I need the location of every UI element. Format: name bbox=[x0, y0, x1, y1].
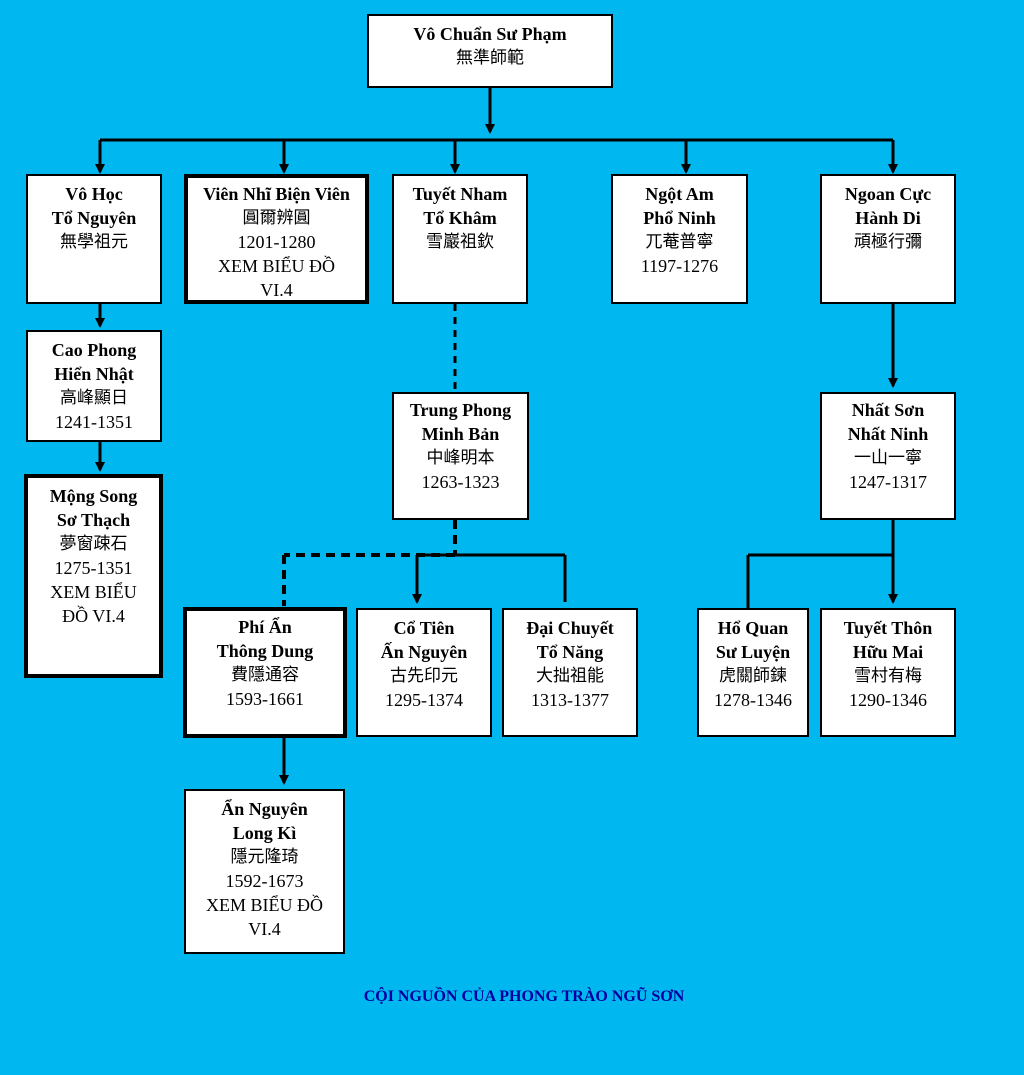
node-years: 1197-1276 bbox=[640, 256, 719, 276]
node-note: VI.4 bbox=[248, 919, 281, 939]
node-years: 1592-1673 bbox=[225, 871, 304, 891]
node-note: ĐỒ VI.4 bbox=[62, 606, 125, 626]
node-years: 1313-1377 bbox=[531, 690, 609, 710]
node-nhat-son: Nhất Sơn Nhất Ninh 一山一寧 1247-1317 bbox=[820, 392, 956, 520]
node-han: 雪村有梅 bbox=[854, 666, 922, 686]
node-years: 1275-1351 bbox=[54, 558, 133, 578]
node-note: VI.4 bbox=[260, 280, 293, 300]
node-name: Thông Dung bbox=[216, 641, 314, 661]
node-han: 虎關師鍊 bbox=[719, 666, 787, 686]
node-years: 1593-1661 bbox=[226, 689, 304, 709]
node-vo-chuan: Vô Chuẩn Sư Phạm 無準師範 bbox=[367, 14, 613, 88]
node-name: Hổ Quan bbox=[717, 618, 789, 638]
node-name: Phí Ẩn bbox=[238, 617, 292, 637]
node-han: 中峰明本 bbox=[426, 448, 495, 468]
node-name: Tổ Năng bbox=[536, 642, 604, 662]
node-name: Cổ Tiên bbox=[393, 618, 455, 638]
node-note: XEM BIỂU ĐỒ bbox=[206, 895, 323, 915]
node-han: 頑極行彌 bbox=[854, 232, 922, 252]
node-name: Hữu Mai bbox=[852, 642, 924, 662]
node-name: Đại Chuyết bbox=[526, 618, 614, 638]
node-han: 無準師範 bbox=[456, 48, 524, 68]
node-name: Sơ Thạch bbox=[56, 510, 131, 530]
node-han: 古先印元 bbox=[390, 666, 458, 686]
node-name: Long Kì bbox=[232, 823, 297, 843]
node-han: 兀菴普寧 bbox=[645, 232, 714, 252]
node-ho-quan: Hổ Quan Sư Luyện 虎關師鍊 1278-1346 bbox=[697, 608, 809, 737]
node-years: 1247-1317 bbox=[849, 472, 927, 492]
node-an-nguyen: Ẩn Nguyên Long Kì 隱元隆琦 1592-1673 XEM BIỂ… bbox=[184, 789, 345, 954]
node-name: Cao Phong bbox=[51, 340, 137, 360]
node-name: Ngột Am bbox=[645, 184, 714, 204]
node-dai-chuyet: Đại Chuyết Tổ Năng 大拙祖能 1313-1377 bbox=[502, 608, 638, 737]
node-years: 1290-1346 bbox=[849, 690, 927, 710]
node-han: 無學祖元 bbox=[60, 232, 128, 252]
node-years: 1201-1280 bbox=[237, 232, 316, 252]
node-tuyet-thon: Tuyết Thôn Hữu Mai 雪村有梅 1290-1346 bbox=[820, 608, 956, 737]
node-name: Tuyết Nham bbox=[412, 184, 508, 204]
node-han: 高峰顯日 bbox=[60, 388, 128, 408]
node-name: Hiển Nhật bbox=[54, 364, 134, 384]
node-name: Tổ Nguyên bbox=[51, 208, 137, 228]
node-ngoan-cuc: Ngoan Cực Hành Di 頑極行彌 bbox=[820, 174, 956, 304]
node-name: Ẩn Nguyên bbox=[221, 799, 308, 819]
node-name: Sư Luyện bbox=[715, 642, 791, 662]
node-han: 大拙祖能 bbox=[536, 666, 604, 686]
node-vo-hoc: Vô Học Tổ Nguyên 無學祖元 bbox=[26, 174, 162, 304]
node-name: Phổ Ninh bbox=[643, 208, 716, 228]
node-note: XEM BIỂU bbox=[50, 582, 137, 602]
node-name: Vô Chuẩn Sư Phạm bbox=[413, 24, 567, 44]
node-han: 一山一寧 bbox=[854, 448, 922, 468]
node-co-tien: Cổ Tiên Ấn Nguyên 古先印元 1295-1374 bbox=[356, 608, 492, 737]
node-han: 隱元隆琦 bbox=[230, 847, 299, 867]
node-name: Mộng Song bbox=[49, 486, 138, 506]
node-note: XEM BIỂU ĐỒ bbox=[218, 256, 335, 276]
node-name: Viên Nhĩ Biện Viên bbox=[203, 184, 350, 204]
node-han: 夢窗疎石 bbox=[59, 534, 128, 554]
node-name: Vô Học bbox=[65, 184, 123, 204]
node-vien-nhi: Viên Nhĩ Biện Viên 圓爾辨圓 1201-1280 XEM BI… bbox=[184, 174, 369, 304]
node-years: 1241-1351 bbox=[55, 412, 133, 432]
node-years: 1295-1374 bbox=[385, 690, 463, 710]
node-name: Nhất Ninh bbox=[847, 424, 929, 444]
node-years: 1278-1346 bbox=[714, 690, 792, 710]
node-cao-phong: Cao Phong Hiển Nhật 高峰顯日 1241-1351 bbox=[26, 330, 162, 442]
node-name: Tuyết Thôn bbox=[843, 618, 933, 638]
node-han: 雪巖祖欽 bbox=[426, 232, 494, 252]
node-mong-song: Mộng Song Sơ Thạch 夢窗疎石 1275-1351 XEM BI… bbox=[24, 474, 163, 678]
node-years: 1263-1323 bbox=[421, 472, 500, 492]
node-phi-an: Phí Ẩn Thông Dung 費隱通容 1593-1661 bbox=[183, 607, 347, 738]
node-name: Tổ Khâm bbox=[423, 208, 497, 228]
node-name: Ấn Nguyên bbox=[380, 642, 468, 662]
node-name: Minh Bản bbox=[421, 424, 500, 444]
node-ngot-am: Ngột Am Phổ Ninh 兀菴普寧 1197-1276 bbox=[611, 174, 748, 304]
node-tuyet-nham: Tuyết Nham Tổ Khâm 雪巖祖欽 bbox=[392, 174, 528, 304]
node-name: Nhất Sơn bbox=[851, 400, 925, 420]
node-trung-phong: Trung Phong Minh Bản 中峰明本 1263-1323 bbox=[392, 392, 529, 520]
diagram-caption: CỘI NGUỒN CỦA PHONG TRÀO NGŨ SƠN bbox=[363, 988, 685, 1005]
node-name: Trung Phong bbox=[409, 400, 512, 420]
node-han: 圓爾辨圓 bbox=[242, 208, 311, 228]
node-name: Ngoan Cực bbox=[844, 184, 932, 204]
node-name: Hành Di bbox=[855, 208, 921, 228]
node-han: 費隱通容 bbox=[231, 665, 299, 685]
